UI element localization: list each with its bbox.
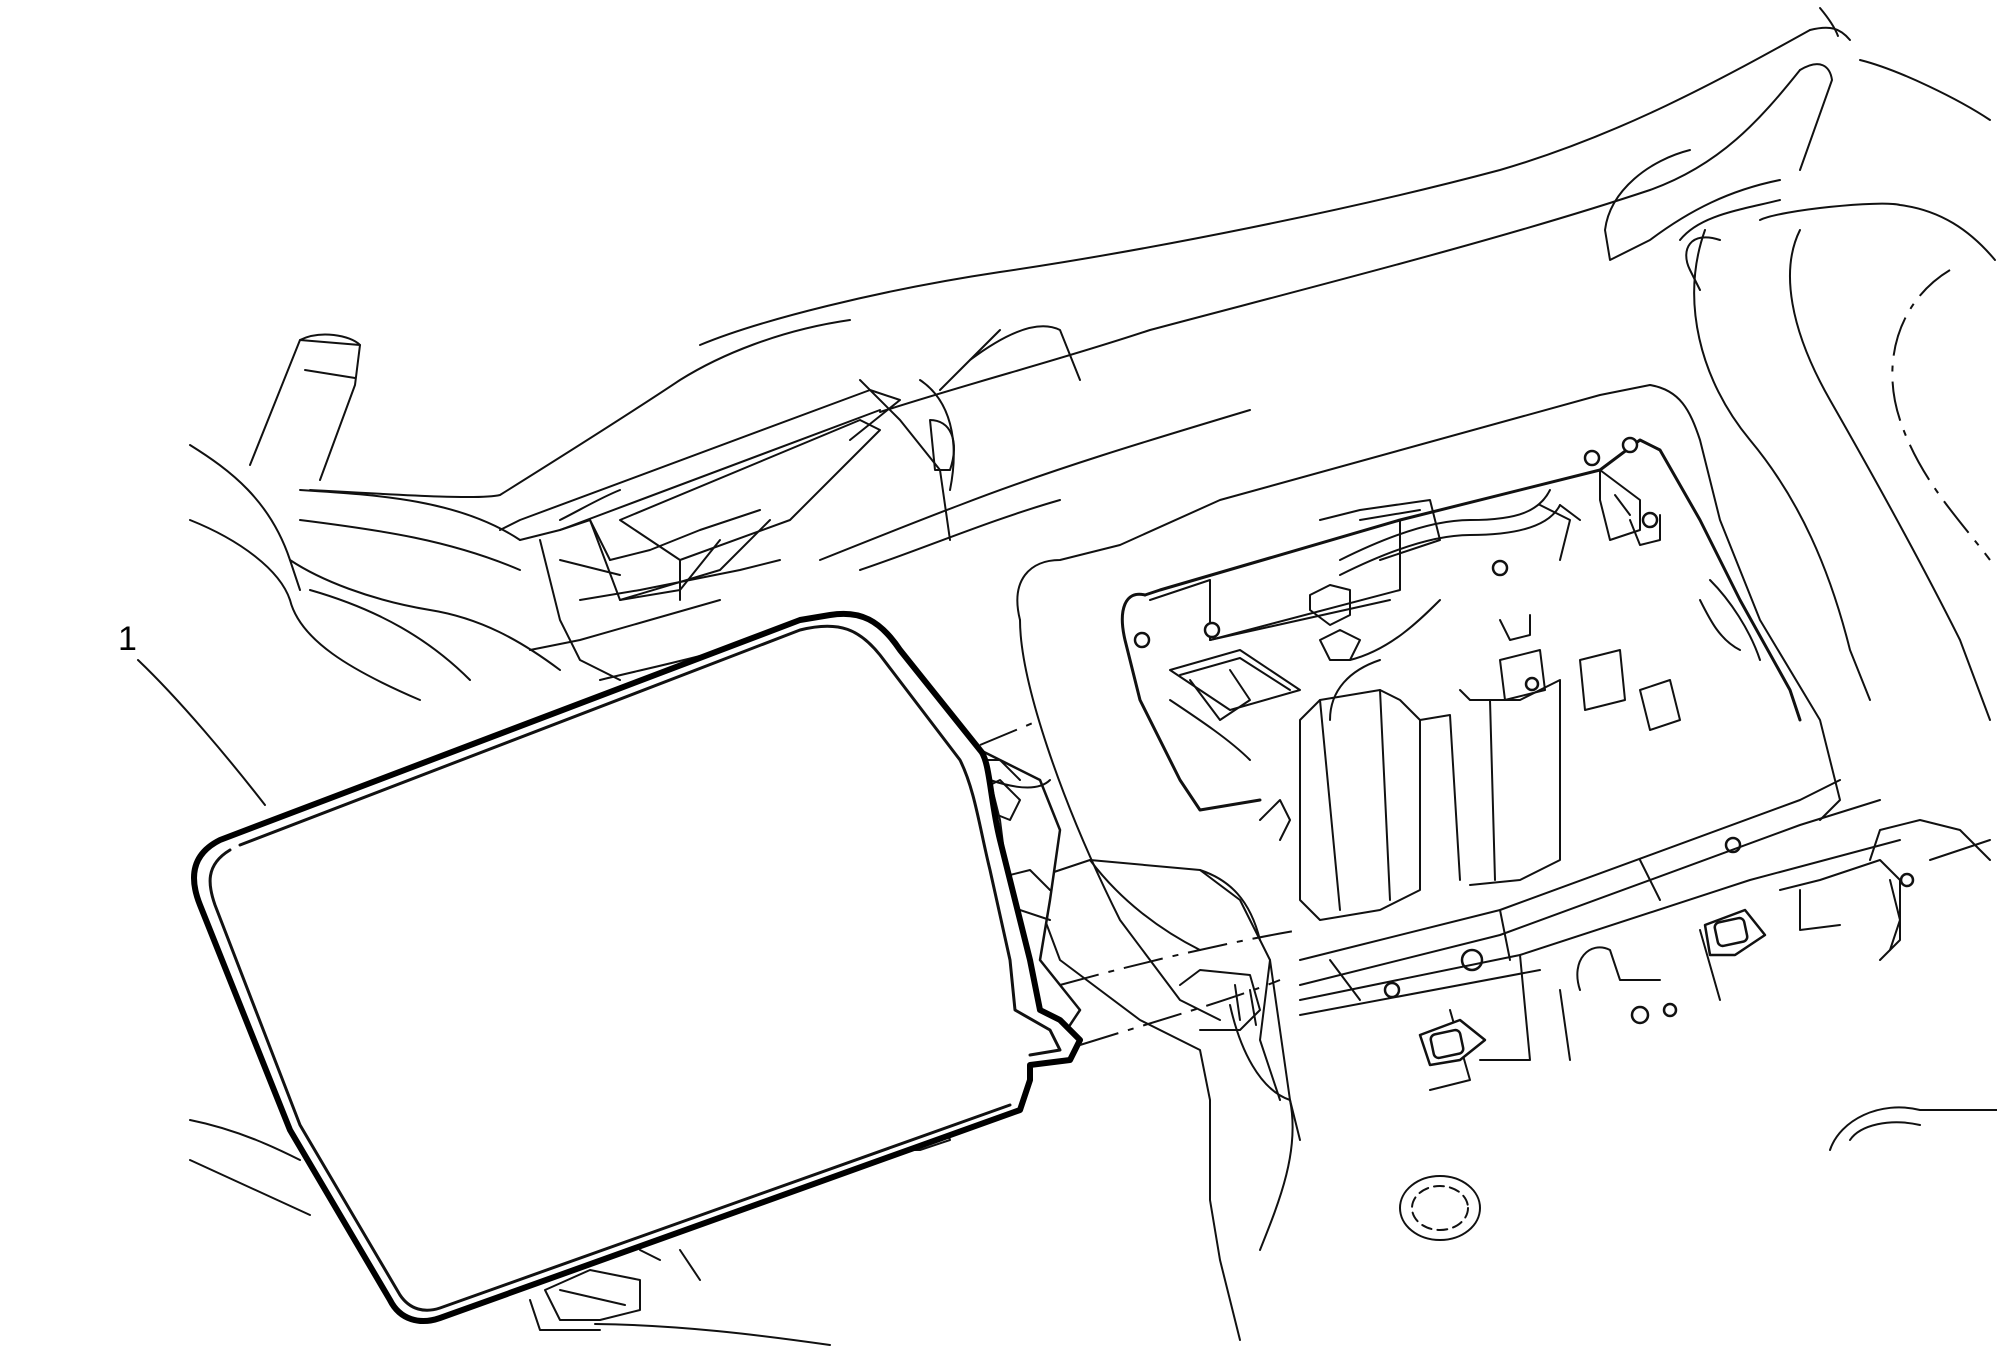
glove-box-opening [1016,384,1915,1025]
callout-1: 1 [118,620,266,806]
instrument-panel-upper [189,7,1996,721]
callout-label-1: 1 [118,620,137,658]
floor-lines [189,1119,831,1346]
glove-box-assembly [191,610,1301,1331]
lower-panel-structure [1029,779,1997,1341]
